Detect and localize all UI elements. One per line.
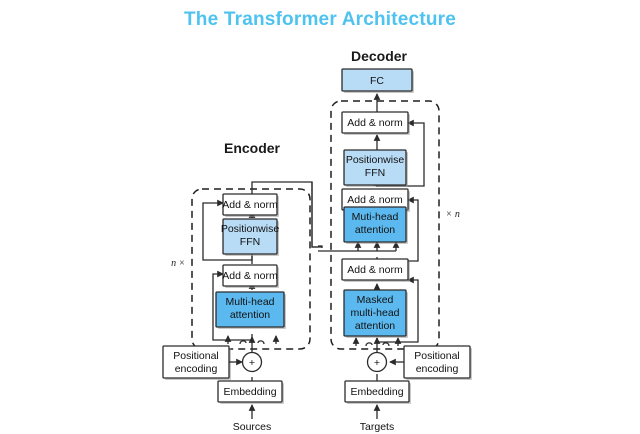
decoder-pe-label-line1: Positional — [414, 350, 460, 362]
encoder-attention-fan-right — [257, 340, 265, 345]
decoder-add-norm-3-box[interactable]: Add & norm — [341, 111, 410, 135]
decoder-residual-2 — [376, 276, 419, 343]
decoder-fc-label: FC — [370, 75, 384, 87]
encoder-positionwise-ffn-box[interactable]: Positionwise FFN — [221, 218, 280, 256]
decoder-sum-node: + — [366, 351, 388, 373]
decoder-masked-label-line1: Masked — [357, 294, 394, 306]
encoder-sum-symbol: + — [249, 357, 255, 369]
encoder-sum-node: + — [241, 351, 263, 373]
decoder-masked-label-line3: attention — [355, 320, 395, 332]
decoder-embedding-label: Embedding — [350, 386, 403, 398]
encoder-stack-boundary — [191, 188, 311, 350]
decoder-targets-label: Targets — [360, 421, 394, 433]
decoder-ffn-label-line1: Positionwise — [346, 154, 405, 166]
decoder-sum-symbol: + — [374, 357, 380, 369]
decoder-positional-encoding-box[interactable]: Positional encoding — [403, 345, 472, 380]
decoder-heading: Decoder — [351, 48, 408, 64]
page-title: The Transformer Architecture — [184, 9, 456, 30]
encoder-embedding-label: Embedding — [223, 386, 276, 398]
encoder-pe-label-line1: Positional — [173, 350, 219, 362]
decoder-masked-label-line2: multi-head — [350, 307, 399, 319]
encoder-pe-label-line2: encoding — [175, 363, 218, 375]
encoder-ffn-label-line1: Positionwise — [221, 223, 280, 235]
decoder-add-norm-1-label: Add & norm — [347, 264, 403, 276]
encoder-heading: Encoder — [224, 140, 281, 156]
decoder-add-norm-1-box[interactable]: Add & norm — [341, 258, 410, 282]
encoder-attention-label-line2: attention — [230, 309, 270, 321]
decoder-cross-attention-label-line1: Muti-head — [352, 211, 399, 223]
encoder-attention-label-line1: Multi-head — [225, 296, 274, 308]
decoder-add-norm-3-label: Add & norm — [347, 117, 403, 129]
decoder-masked-fan-right — [382, 342, 390, 347]
encoder-ffn-label-line2: FFN — [240, 236, 260, 248]
decoder-pe-label-line2: encoding — [416, 363, 459, 375]
decoder-cross-attention-box[interactable]: Muti-head attention — [343, 206, 408, 244]
decoder-cross-attention-label-line2: attention — [355, 224, 395, 236]
encoder-add-norm-2-label: Add & norm — [222, 199, 278, 211]
encoder-repeat-label: n× — [171, 258, 185, 269]
decoder-add-norm-2-label: Add & norm — [347, 194, 403, 206]
encoder-output-elbow — [311, 182, 318, 248]
encoder-add-norm-1-box[interactable]: Add & norm — [222, 264, 279, 288]
decoder-stack-boundary — [330, 100, 440, 350]
decoder-masked-attention-box[interactable]: Masked multi-head attention — [343, 289, 408, 338]
encoder-positional-encoding-box[interactable]: Positional encoding — [162, 345, 231, 380]
decoder-masked-fan-left — [365, 342, 373, 347]
decoder-embedding-box[interactable]: Embedding — [344, 380, 411, 404]
encoder-multi-head-attention-box[interactable]: Multi-head attention — [215, 291, 286, 329]
encoder-add-norm-2-box[interactable]: Add & norm — [222, 193, 279, 217]
encoder-attention-fan-left — [239, 340, 247, 345]
decoder-ffn-label-line2: FFN — [365, 167, 385, 179]
encoder-embedding-box[interactable]: Embedding — [217, 380, 284, 404]
decoder-fc-box[interactable]: FC — [341, 68, 414, 93]
decoder-repeat-label: ×n — [446, 209, 460, 220]
encoder-add-norm-1-label: Add & norm — [222, 270, 278, 282]
decoder-positionwise-ffn-box[interactable]: Positionwise FFN — [343, 149, 408, 187]
encoder-sources-label: Sources — [233, 421, 272, 433]
